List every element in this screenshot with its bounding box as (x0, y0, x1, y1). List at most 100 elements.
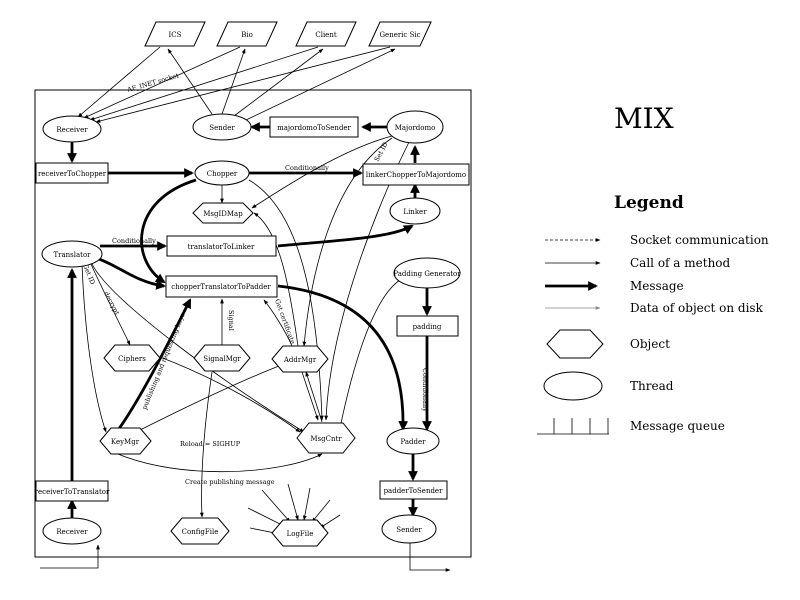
edge-label-reload-sighup: Reload = SIGHUP (180, 440, 241, 448)
mix-boundary (34, 89, 472, 558)
node-padding-generator: Padding Generator (393, 257, 461, 289)
edge-external-out (409, 543, 451, 572)
node-chopper-translator-to-padder: chopperTranslatorToPadder (165, 275, 278, 298)
edge-log-in-4 (302, 487, 311, 521)
edge-sender-bio (221, 48, 246, 115)
node-sender-top: Sender (192, 113, 252, 141)
edge-tlqueue-linker (277, 224, 414, 248)
svg-text:KeyMgr: KeyMgr (111, 438, 140, 446)
node-majordomo: Majordomo (386, 110, 444, 144)
nodes: ICS Bio Client Generic Sic Receiver Send… (35, 21, 470, 547)
node-ciphers: Ciphers (103, 344, 161, 372)
edge-ctpqueue-padder (277, 284, 409, 431)
svg-text:Generic Sic: Generic Sic (379, 31, 420, 39)
svg-text:Client: Client (315, 31, 336, 39)
diagram-title: MIX (614, 102, 674, 135)
svg-text:chopperTranslatorToPadder: chopperTranslatorToPadder (171, 283, 271, 291)
svg-text:majordomoToSender: majordomoToSender (277, 124, 351, 132)
edge-majordomo-addrmgr (302, 137, 393, 347)
node-msg-cntr: MsgCntr (296, 422, 356, 454)
edge-ciphers-msgcntr (159, 356, 301, 433)
node-padder: Padder (386, 427, 440, 455)
node-generic: Generic Sic (368, 21, 432, 47)
node-client: Client (295, 21, 357, 47)
node-msg-id-map: MsgIDMap (192, 202, 254, 224)
svg-text:padding: padding (413, 323, 442, 331)
edge-log-in-2 (261, 489, 291, 523)
edge-log-in-1 (247, 507, 285, 527)
edge-label-get-certificate: Get certificate (273, 298, 297, 345)
node-linker-chopper-to-majordomo: linkerChopperToMajordomo (362, 163, 470, 186)
svg-text:receiverToTranslator: receiverToTranslator (35, 488, 110, 496)
edge-bio-receiver (83, 46, 241, 119)
edge-sender-client (233, 48, 324, 117)
node-receiver-to-chopper: receiverToChopper (35, 162, 109, 184)
svg-text:Bio: Bio (241, 31, 253, 39)
node-translator: Translator (41, 240, 103, 268)
edge-addrmgr-ctpqueue (263, 299, 293, 347)
edge-label-conditionally-1: Conditionally (285, 164, 329, 172)
legend-swatch-object (546, 329, 604, 359)
legend-label-disk-data: Data of object on disk (630, 301, 764, 315)
svg-text:Chopper: Chopper (207, 170, 238, 178)
svg-text:Translator: Translator (53, 251, 91, 259)
svg-text:padderToSender: padderToSender (384, 487, 444, 495)
legend: Legend Socket communication Call of a me… (537, 193, 769, 435)
svg-text:LogFile: LogFile (287, 530, 314, 538)
svg-text:SignalMgr: SignalMgr (203, 355, 241, 363)
edge-msgcntr-addrmgr (305, 371, 323, 423)
edge-generic-receiver (95, 46, 391, 123)
legend-label-message: Message (630, 279, 684, 293)
svg-text:Padding Generator: Padding Generator (393, 270, 461, 278)
edge-label-ap-inet-socket: AF_INET socket (125, 71, 180, 94)
svg-text:Sender: Sender (209, 124, 235, 132)
node-receiver-top: Receiver (42, 115, 102, 143)
edge-client-receiver (89, 46, 319, 121)
node-config-file: ConfigFile (170, 517, 230, 545)
legend-title: Legend (614, 193, 684, 213)
node-log-file: LogFile (271, 519, 329, 547)
edge-translator-msgcntr (91, 263, 305, 433)
node-sender-bottom: Sender (381, 514, 437, 544)
legend-label-method: Call of a method (630, 256, 731, 270)
node-linker: Linker (389, 197, 441, 225)
svg-text:AddrMgr: AddrMgr (283, 356, 317, 364)
edge-log-in-5 (311, 499, 331, 523)
edge-external-in (40, 544, 100, 569)
svg-text:MsgIDMap: MsgIDMap (203, 210, 243, 218)
svg-text:ConfigFile: ConfigFile (182, 528, 219, 536)
svg-text:Majordomo: Majordomo (395, 124, 436, 132)
node-key-mgr: KeyMgr (99, 427, 152, 455)
node-bio: Bio (216, 21, 278, 47)
edge-addrmgr-msgcntr (301, 371, 319, 421)
node-chopper: Chopper (194, 160, 250, 186)
legend-label-queue: Message queue (630, 419, 725, 433)
svg-text:Linker: Linker (403, 208, 427, 216)
svg-text:Receiver: Receiver (56, 528, 88, 536)
node-padder-to-sender: padderToSender (379, 480, 448, 500)
svg-text:Padder: Padder (400, 438, 426, 446)
edge-padgen-msgcntr (339, 279, 401, 429)
svg-text:MsgCntr: MsgCntr (310, 435, 342, 443)
edge-addrmgr-msgidmap (253, 212, 299, 347)
edge-sender-ics (167, 48, 213, 115)
edge-translator-keymgr (81, 263, 107, 433)
edge-label-create-publishing-message: Create publishing message (185, 478, 275, 486)
legend-label-socket: Socket communication (630, 233, 769, 247)
edge-addrmgr-keymgr (131, 363, 285, 435)
node-addr-mgr: AddrMgr (271, 345, 329, 373)
edge-chopper-msgcntr (248, 179, 324, 421)
legend-label-object: Object (630, 337, 670, 351)
edge-signalmgr-configfile (199, 371, 213, 518)
node-translator-to-linker: translatorToLinker (166, 235, 277, 257)
node-receiver-to-translator: receiverToTranslator (35, 480, 110, 502)
node-majordomo-to-sender: majordomoToSender (269, 116, 359, 138)
edge-majordomo-msgidmap (251, 135, 393, 209)
edge-label-decrypt: decrypt (102, 290, 121, 316)
edge-log-in-3 (287, 483, 299, 521)
edge-chopper-ctpqueue (140, 178, 197, 284)
edge-translator-ciphers (89, 261, 131, 346)
node-receiver-bottom: Receiver (42, 517, 102, 545)
svg-text:receiverToChopper: receiverToChopper (38, 170, 107, 178)
